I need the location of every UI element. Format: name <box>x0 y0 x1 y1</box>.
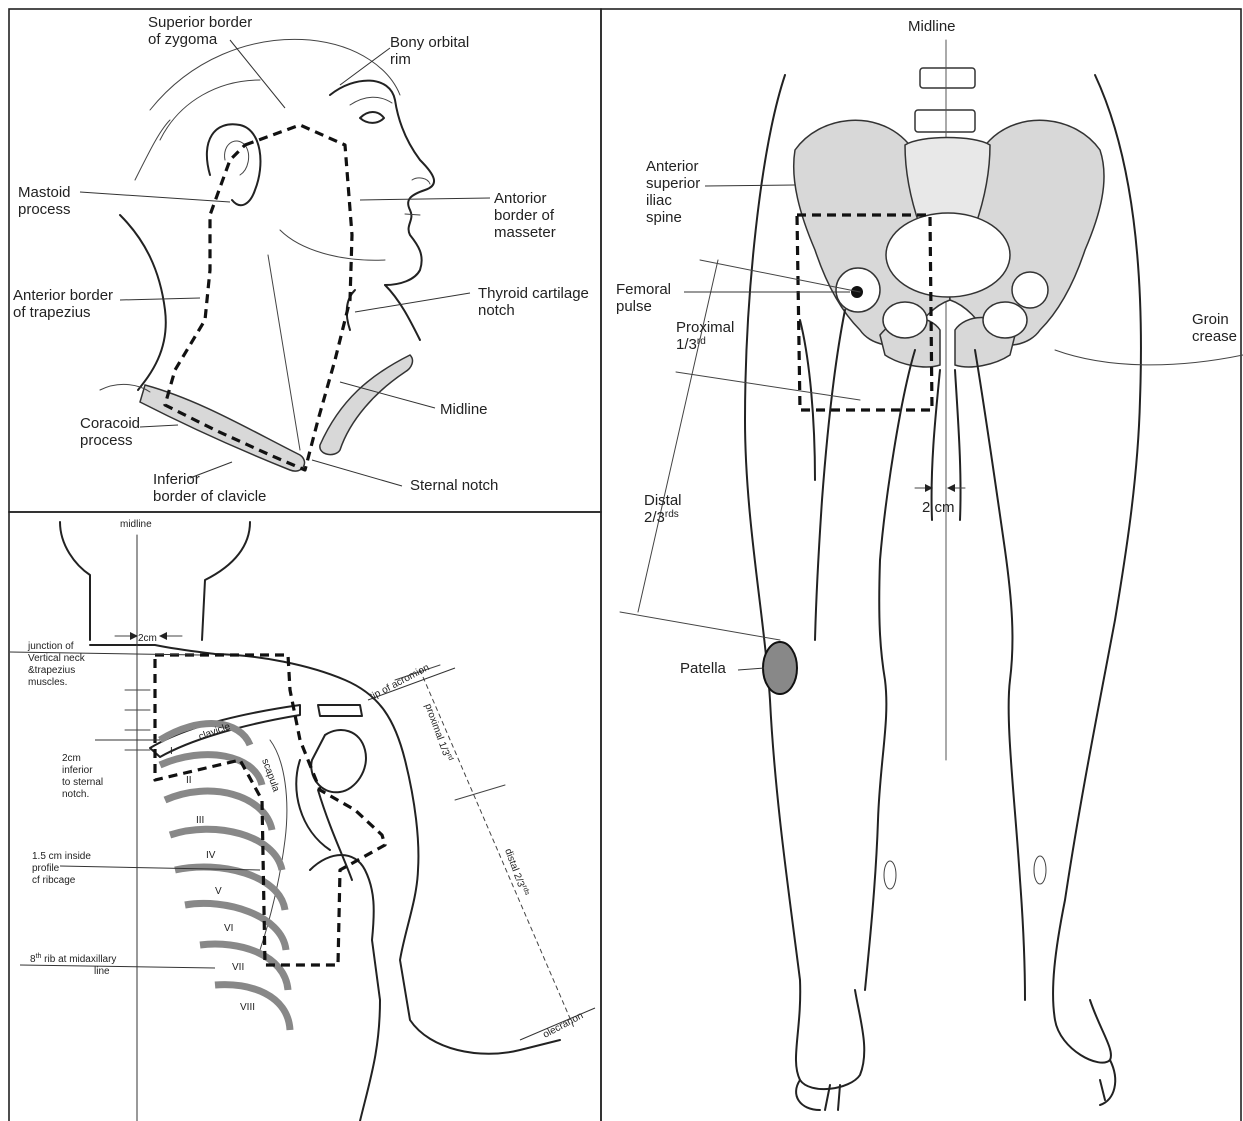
proximal-arm-label: proximal 1/3rd <box>422 702 454 763</box>
tip-of-acromion-label: tip of acromion <box>368 662 431 703</box>
two-cm-label: 2 cm <box>922 499 955 516</box>
head-neck-drawing <box>100 39 434 471</box>
head-neck-leaders <box>80 40 490 486</box>
sternal-notch-label: Sternal notch <box>410 477 498 494</box>
rib-numeral: III <box>196 815 204 826</box>
distal-arm-label: distal 2/3rds <box>502 847 530 898</box>
arm-chest-leaders <box>10 652 595 1040</box>
arm-chest-drawing <box>60 522 575 1121</box>
olecranon-label: olecranon <box>541 1010 585 1040</box>
pelvis-leg-drawing <box>620 40 1243 1110</box>
rib-numeral: IV <box>206 850 216 861</box>
arm-two-cm-label: 2cm <box>138 633 157 644</box>
rib-numeral: II <box>186 775 192 786</box>
rib-numeral: VIII <box>240 1002 255 1013</box>
rib-numerals: I II III IV V VI VII VIII <box>170 746 255 1013</box>
arm-midline-label: midline <box>120 519 152 530</box>
scapula-label: scapula <box>259 757 281 794</box>
leg-midline-label: Midline <box>908 18 956 35</box>
rib-numeral: VII <box>232 962 244 973</box>
patella-label: Patella <box>680 660 727 677</box>
head-midline-label: Midline <box>440 401 488 418</box>
rib-numeral: I <box>170 746 173 757</box>
rib-numeral: V <box>215 886 222 897</box>
rib-numeral: VI <box>224 923 233 934</box>
